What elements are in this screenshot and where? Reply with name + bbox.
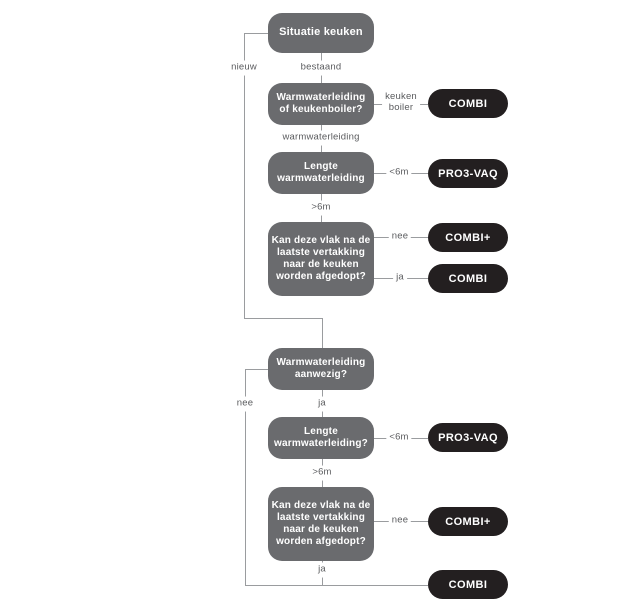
connector-nieuw-into-aanwezig [322, 318, 323, 348]
result-pro3vaq-2: PRO3-VAQ [428, 423, 508, 452]
result-combi-2: COMBI [428, 264, 508, 293]
result-combi-plus-1: COMBI+ [428, 223, 508, 252]
edge-label-warmwaterleiding: warmwaterleiding [279, 130, 363, 146]
result-combi-1: COMBI [428, 89, 508, 118]
node-lengte-warmwaterleiding-2: Lengte warmwaterleiding? [268, 417, 374, 459]
edge-label-nee-1: nee [388, 229, 412, 245]
connector-nieuw-horizontal-mid [244, 318, 322, 319]
connector-nee-left-horizontal [245, 369, 268, 370]
node-situatie-keuken: Situatie keuken [268, 13, 374, 53]
edge-label-nieuw: nieuw [228, 60, 260, 76]
connector-nieuw-vertical [244, 33, 245, 318]
connector-nieuw-horizontal-top [244, 33, 268, 34]
result-combi-3: COMBI [428, 570, 508, 599]
edge-label-lt6m-2: <6m [386, 430, 412, 446]
node-warmwaterleiding-of-keukenboiler: Warmwaterleiding of keukenboiler? [268, 83, 374, 125]
connector-bottom-to-combi [245, 585, 428, 586]
node-lengte-warmwaterleiding-1: Lengte warmwaterleiding [268, 152, 374, 194]
edge-label-ja-2: ja [315, 396, 329, 412]
connector-nee-left-vertical [245, 369, 246, 585]
result-pro3vaq-1: PRO3-VAQ [428, 159, 508, 188]
node-warmwaterleiding-aanwezig: Warmwaterleiding aanwezig? [268, 348, 374, 390]
edge-label-lt6m-1: <6m [386, 165, 412, 181]
node-afdoppen-2: Kan deze vlak na de laatste vertakking n… [268, 487, 374, 561]
edge-label-ja-1: ja [393, 270, 407, 286]
edge-label-gt6m-2: >6m [309, 465, 335, 481]
edge-label-gt6m-1: >6m [308, 200, 334, 216]
edge-label-nee-2: nee [388, 513, 412, 529]
edge-label-bestaand: bestaand [297, 60, 345, 76]
edge-label-ja-3: ja [315, 562, 329, 578]
edge-label-keuken-boiler: keuken boiler [382, 90, 420, 116]
edge-label-nee-left: nee [233, 396, 257, 412]
node-afdoppen-1: Kan deze vlak na de laatste vertakking n… [268, 222, 374, 296]
result-combi-plus-2: COMBI+ [428, 507, 508, 536]
